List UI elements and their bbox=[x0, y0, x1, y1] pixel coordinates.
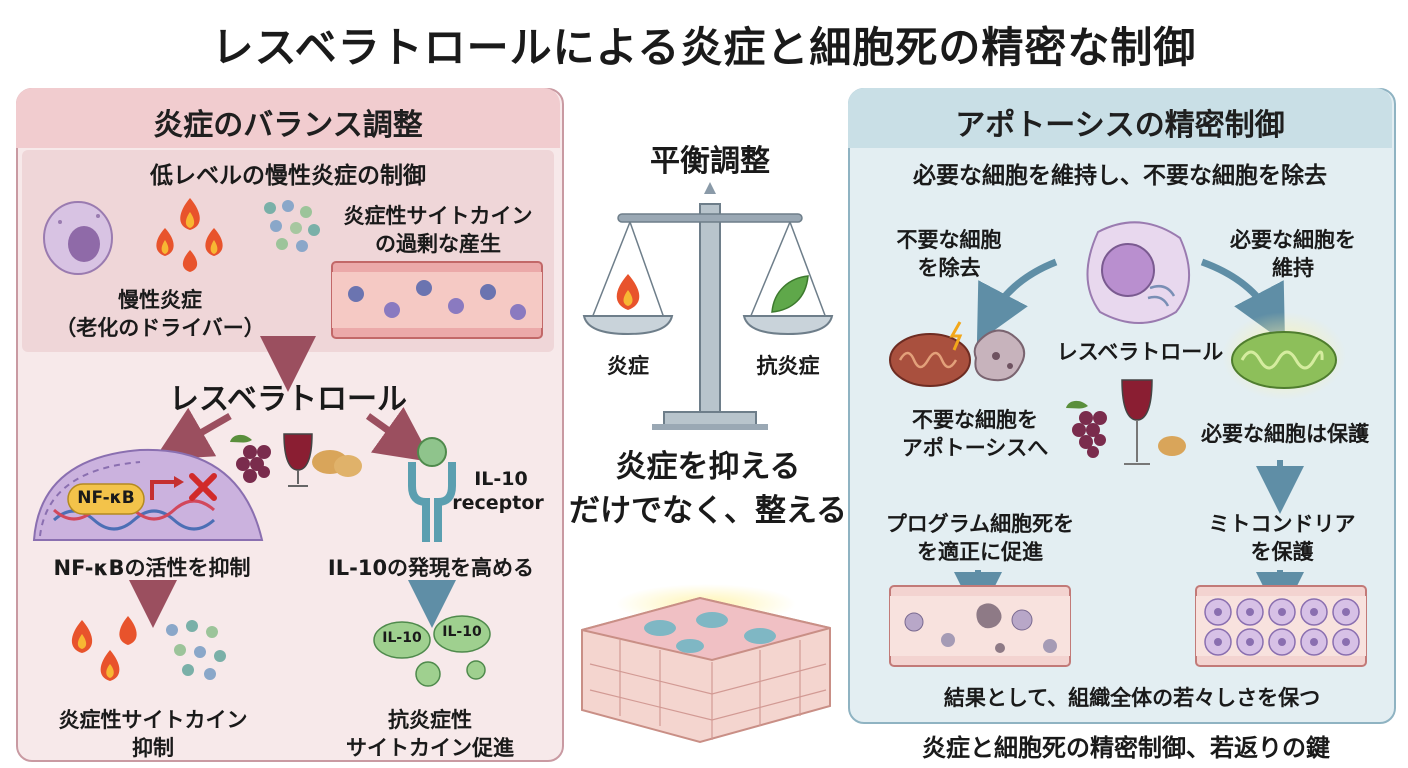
tissue-healthy-illustration bbox=[1195, 585, 1367, 667]
il10-receptor-illustration bbox=[408, 437, 456, 542]
mitochondria-label-2: を保護 bbox=[1250, 540, 1314, 564]
programmed-death-label-1: プログラム細胞死を bbox=[885, 512, 1075, 536]
anti-inflammation-side-label: 抗炎症 bbox=[756, 354, 820, 378]
keep-cells-label-2: 維持 bbox=[1272, 256, 1314, 280]
apoptosis-subtitle: 必要な細胞を維持し、不要な細胞を除去 bbox=[913, 163, 1327, 189]
to-apoptosis-label-1: 不要な細胞を bbox=[912, 408, 1038, 432]
mitochondria-label-1: ミトコンドリア bbox=[1208, 512, 1356, 536]
keep-cells-label-1: 必要な細胞を bbox=[1230, 228, 1356, 252]
flame-icon-group-top bbox=[156, 198, 223, 272]
anti-inflammatory-label-2: サイトカイン促進 bbox=[346, 736, 514, 760]
apoptosis-panel-header-bg bbox=[848, 88, 1392, 148]
footer-caption: 炎症と細胞死の精密制御、若返りの鍵 bbox=[922, 734, 1330, 762]
chronic-inflammation-subtitle: 低レベルの慢性炎症の制御 bbox=[150, 163, 426, 189]
il10-receptor-label-2: receptor bbox=[452, 492, 544, 514]
grape-wine-nut-icon-left bbox=[230, 433, 362, 487]
cytokine-dots-top bbox=[264, 200, 320, 252]
flame-icon-group-bottom bbox=[71, 616, 137, 681]
main-title: レスベラトロールによる炎症と細胞死の精密な制御 bbox=[211, 23, 1197, 72]
resveratrol-label-right: レスベラトロール bbox=[1056, 340, 1224, 364]
programmed-death-label-2: を適正に促進 bbox=[917, 540, 1043, 564]
inflammation-panel-title: 炎症のバランス調整 bbox=[153, 108, 423, 143]
cytokine-excess-label-1: 炎症性サイトカイン bbox=[343, 204, 533, 228]
cytokine-suppress-label-1: 炎症性サイトカイン bbox=[58, 708, 248, 732]
healthy-mitochondria-icon bbox=[1222, 312, 1346, 400]
remove-cells-label-1: 不要な細胞 bbox=[896, 228, 1002, 252]
resveratrol-label-left: レスベラトロール bbox=[169, 382, 407, 417]
nfkb-tag: NF-κB bbox=[77, 488, 135, 508]
inflammation-side-label: 炎症 bbox=[607, 354, 649, 378]
remove-cells-label-2: を除去 bbox=[917, 256, 981, 280]
to-apoptosis-label-2: アポトーシスへ bbox=[901, 436, 1049, 460]
immune-cell-icon bbox=[43, 201, 113, 275]
tissue-apoptosis-illustration bbox=[889, 585, 1071, 667]
il10-receptor-label-1: IL-10 bbox=[474, 468, 528, 490]
tagline-line-1: 炎症を抑える bbox=[615, 449, 801, 485]
cytokine-excess-label-2: の過剰な産生 bbox=[375, 232, 501, 256]
il10-bubble-2: IL-10 bbox=[442, 624, 482, 640]
balance-title: 平衡調整 bbox=[650, 144, 770, 179]
inflammation-panel-header-bg bbox=[16, 88, 560, 148]
anti-inflammatory-label-1: 抗炎症性 bbox=[388, 708, 472, 732]
damaged-mitochondria-icon bbox=[889, 321, 1026, 387]
protect-cells-label: 必要な細胞は保護 bbox=[1201, 422, 1369, 446]
apoptosis-panel-title: アポトーシスの精密制御 bbox=[955, 108, 1285, 143]
balance-scale-icon bbox=[582, 182, 834, 430]
result-label: 結果として、組織全体の若々しさを保つ bbox=[943, 686, 1321, 710]
skin-tissue-illustration bbox=[581, 584, 831, 744]
cytokine-dots-bottom bbox=[166, 620, 226, 680]
il10-bubble-1: IL-10 bbox=[382, 630, 422, 646]
nfkb-cell-illustration bbox=[32, 448, 264, 541]
cytokine-suppress-label-2: 抑制 bbox=[132, 736, 174, 760]
chronic-inflammation-label: 慢性炎症 bbox=[118, 288, 202, 312]
blood-vessel-left bbox=[331, 261, 543, 339]
il10-bubbles bbox=[373, 615, 491, 687]
aging-driver-label: （老化のドライバー） bbox=[55, 316, 265, 340]
il10-expression-label: IL-10の発現を高める bbox=[327, 556, 535, 580]
grape-wine-nut-icon-right bbox=[1066, 379, 1186, 465]
nfkb-inhibit-label: NF-κBの活性を抑制 bbox=[53, 556, 251, 580]
tagline-line-2: だけでなく、整える bbox=[568, 493, 848, 529]
central-cell-icon bbox=[1086, 221, 1190, 324]
